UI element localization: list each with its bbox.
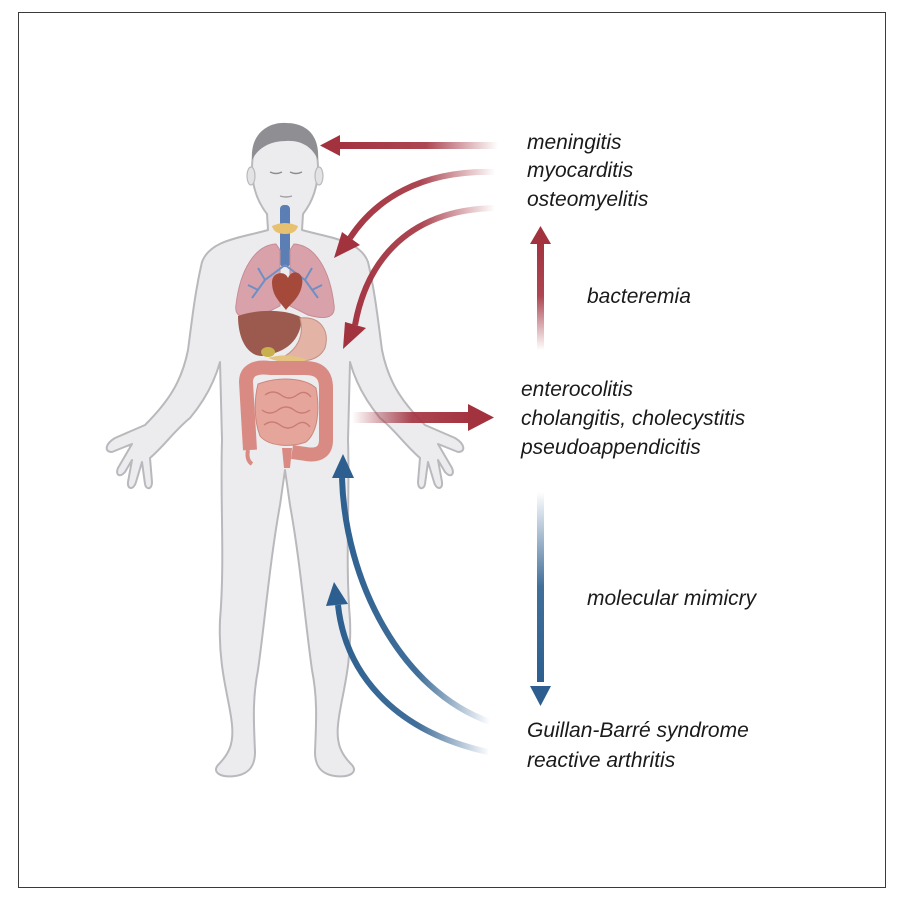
ear-right bbox=[315, 167, 323, 185]
arrow-to-hip-shaft bbox=[342, 478, 490, 722]
label-guillain-barre: Guillan-Barré syndrome bbox=[527, 718, 749, 743]
arrow-to-brain-head bbox=[320, 135, 340, 156]
bacteremia-arrow-head bbox=[530, 226, 551, 244]
label-reactive-arthritis: reactive arthritis bbox=[527, 748, 675, 773]
trachea bbox=[280, 205, 290, 267]
label-pseudoappendicitis: pseudoappendicitis bbox=[521, 435, 701, 460]
label-myocarditis: myocarditis bbox=[527, 158, 633, 183]
immune-arrows bbox=[326, 454, 551, 752]
ear-left bbox=[247, 167, 255, 185]
label-bacteremia: bacteremia bbox=[587, 284, 691, 309]
arrow-to-knee-shaft bbox=[338, 605, 488, 752]
arrow-to-brain-shaft bbox=[338, 142, 498, 149]
mimicry-arrow-head bbox=[530, 686, 551, 706]
label-molecular-mimicry: molecular mimicry bbox=[587, 586, 756, 611]
label-cholangitis-cholecystitis: cholangitis, cholecystitis bbox=[521, 406, 745, 431]
label-osteomyelitis: osteomyelitis bbox=[527, 187, 648, 212]
label-enterocolitis: enterocolitis bbox=[521, 377, 633, 402]
gut-arrow-head bbox=[468, 404, 494, 431]
human-body-figure bbox=[107, 123, 464, 776]
gallbladder bbox=[261, 347, 275, 357]
mimicry-arrow-shaft bbox=[537, 492, 544, 682]
label-meningitis: meningitis bbox=[527, 130, 622, 155]
gut-arrow-shaft bbox=[352, 412, 472, 423]
bacteremia-arrow-shaft bbox=[537, 242, 544, 350]
